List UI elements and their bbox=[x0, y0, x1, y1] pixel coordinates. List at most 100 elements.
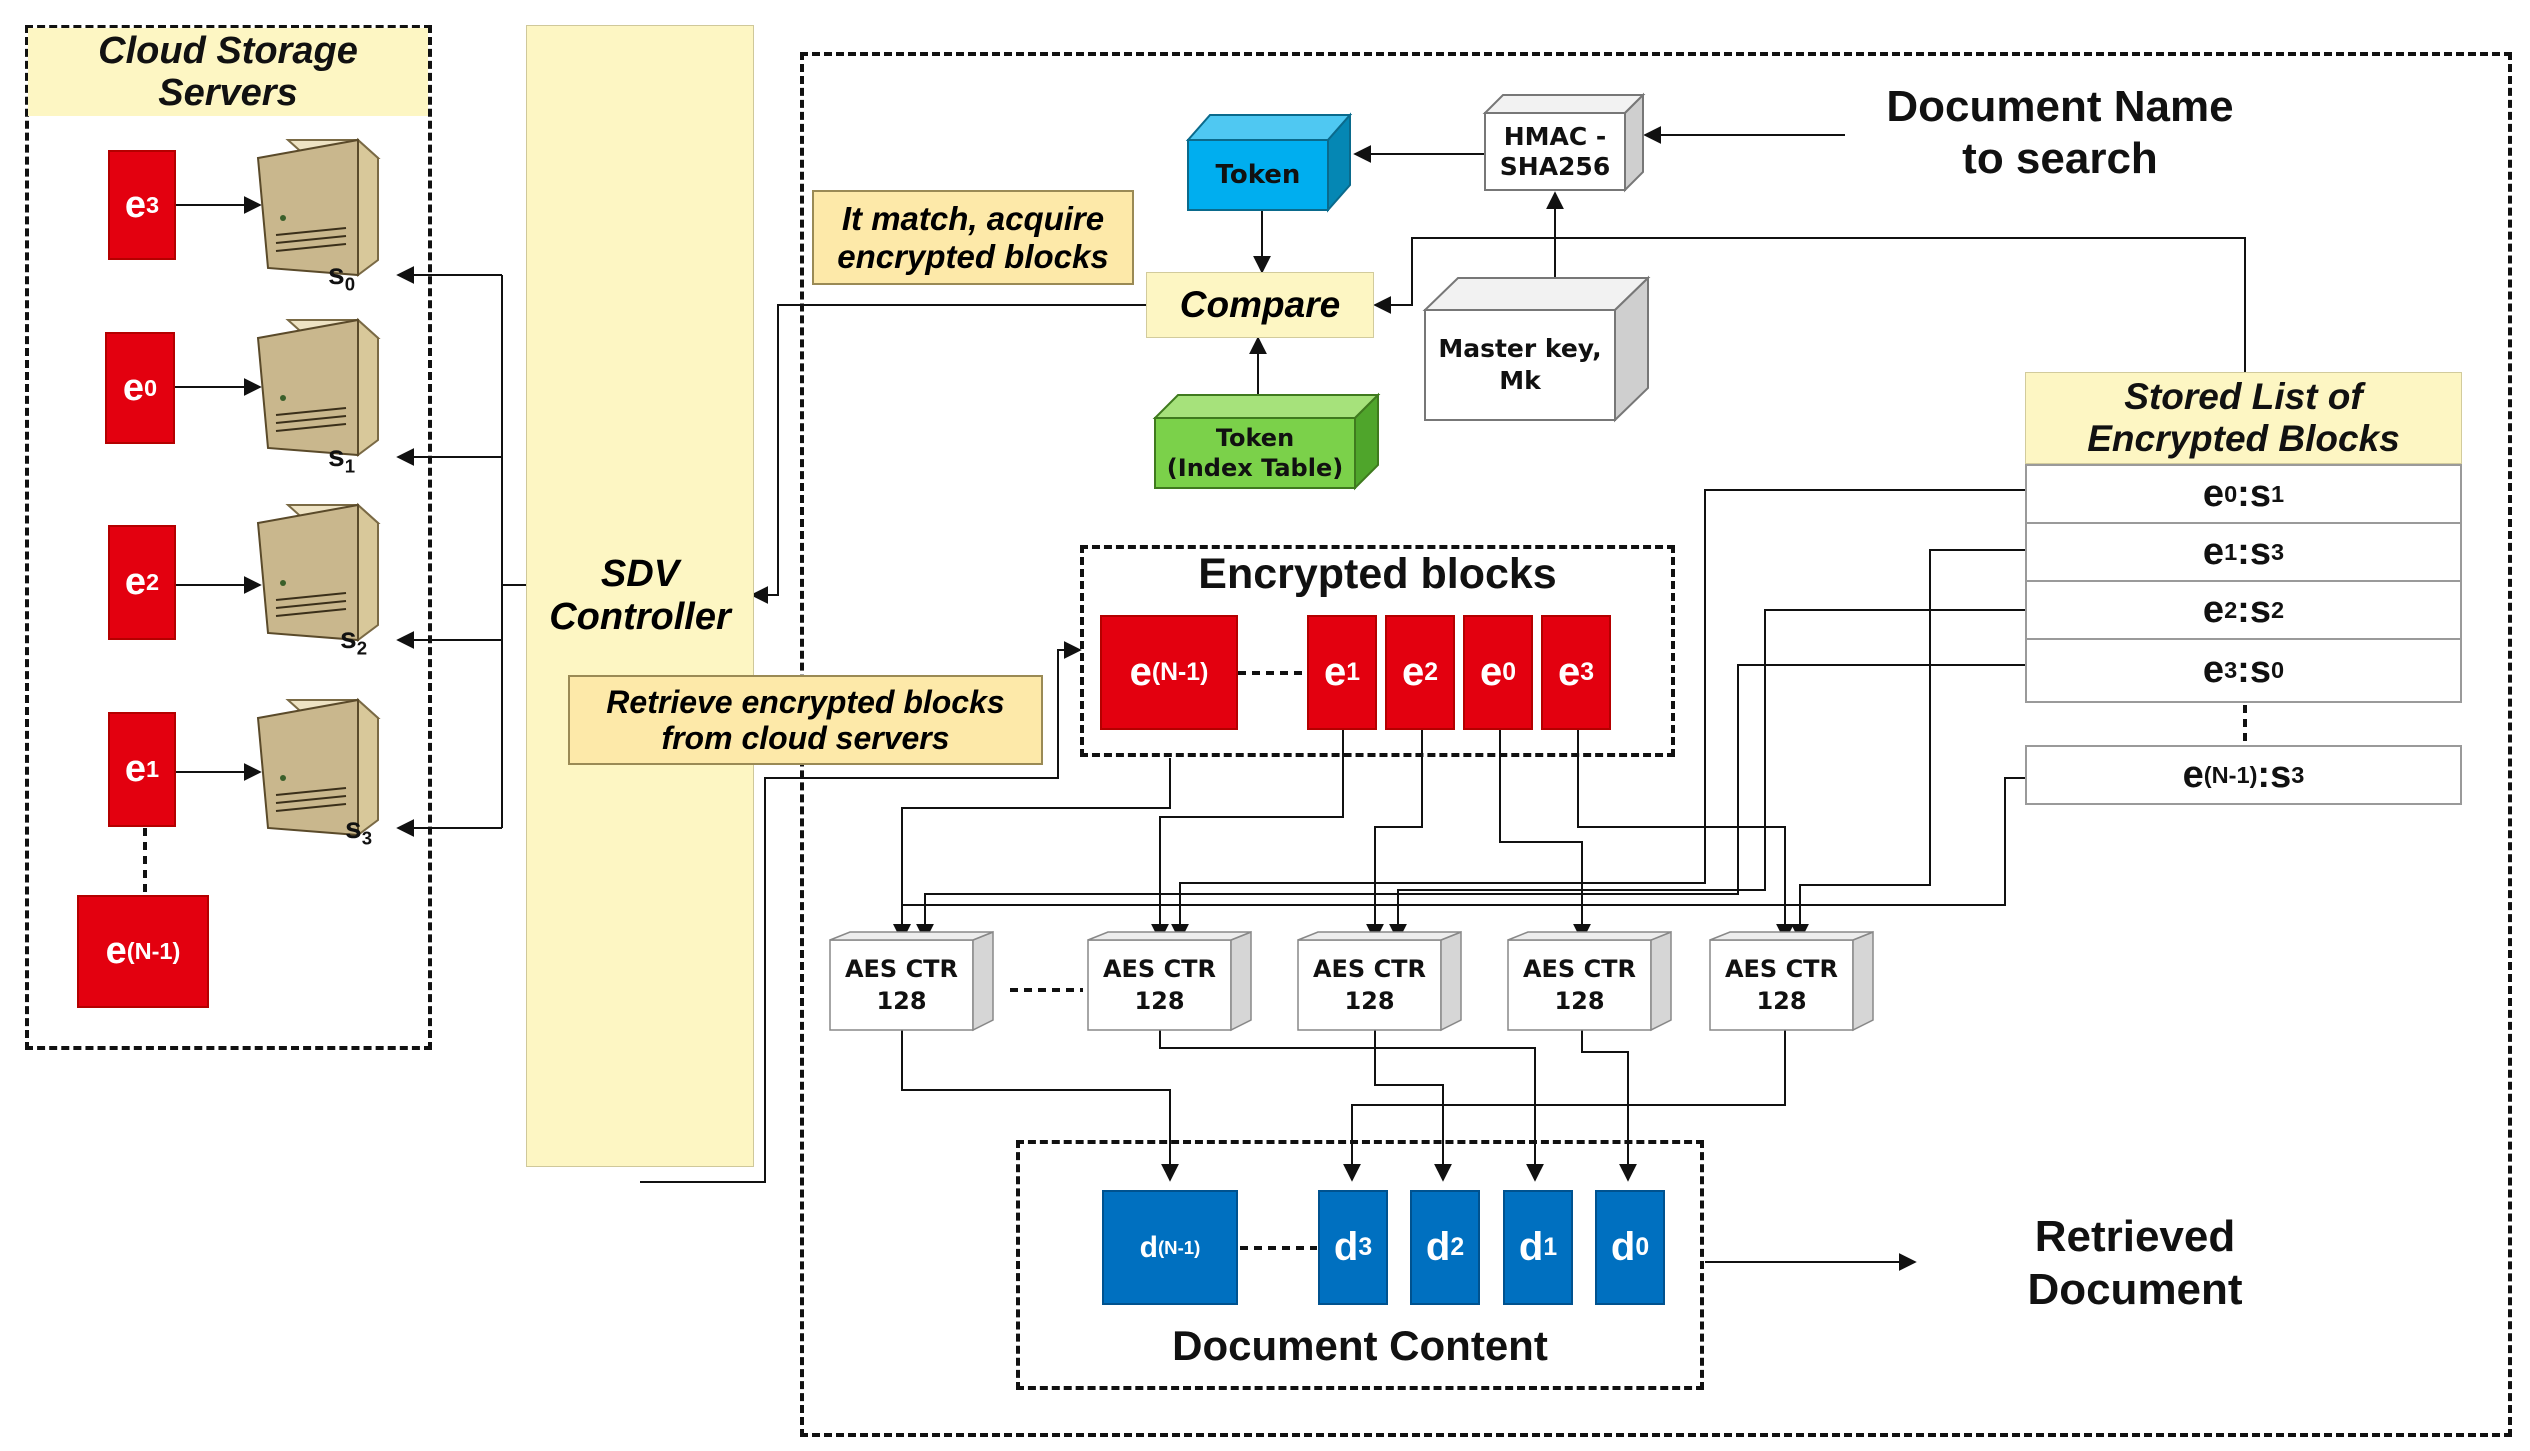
index-token-line1: Token bbox=[1215, 424, 1295, 452]
aes-5-line1: AES CTR bbox=[1724, 955, 1839, 983]
aes-2-line1: AES CTR bbox=[1102, 955, 1217, 983]
server-group bbox=[256, 137, 381, 837]
cloud-block-eN: e(N-1) bbox=[77, 895, 209, 1008]
retrieved-document-line1: Retrieved bbox=[2034, 1211, 2236, 1261]
cloud-storage-panel bbox=[25, 25, 432, 1050]
cloud-block-e1-main: e bbox=[124, 748, 147, 790]
encrypted-blocks-panel bbox=[1080, 545, 1675, 757]
stored-row-2-s: 2 bbox=[2270, 596, 2285, 623]
cloud-block-e2-sub: 2 bbox=[146, 569, 160, 595]
cloud-block-e3-sub: 3 bbox=[146, 191, 160, 218]
note-retrieve: Retrieve encrypted blocks from cloud ser… bbox=[568, 675, 1043, 765]
server-label-s1-sub: 1 bbox=[344, 455, 356, 477]
stored-row-3-e: 3 bbox=[2224, 657, 2238, 683]
encrypted-block-e3-main: e bbox=[1557, 650, 1581, 694]
master-key-line1: Master key, bbox=[1438, 334, 1602, 363]
index-token-cube bbox=[1152, 392, 1381, 491]
cloud-block-e3-main: e bbox=[124, 183, 147, 226]
document-block-dN-sub: (N-1) bbox=[1157, 1236, 1201, 1258]
aes-4-line1: AES CTR bbox=[1522, 955, 1637, 983]
document-block-dN-main: d bbox=[1139, 1230, 1158, 1264]
encrypted-block-e1-main: e bbox=[1323, 650, 1347, 694]
aes-1-line1: AES CTR bbox=[844, 955, 959, 983]
sdv-controller-line2: Controller bbox=[549, 596, 731, 638]
sdv-controller-panel: SDV Controller bbox=[526, 25, 754, 1167]
stored-row-last-s: 3 bbox=[2291, 761, 2305, 788]
server-label-s3-sub: 3 bbox=[361, 827, 373, 849]
note-retrieve-line2: from cloud servers bbox=[661, 720, 950, 756]
document-name-line2: to search bbox=[1962, 134, 2158, 183]
note-match-line2: encrypted blocks bbox=[837, 237, 1109, 275]
note-match: It match, acquire encrypted blocks bbox=[812, 190, 1134, 285]
token-label-text: Token bbox=[1215, 160, 1301, 190]
index-token-line2: (Index Table) bbox=[1166, 454, 1344, 482]
index-token-label: Token (Index Table) bbox=[1155, 418, 1355, 488]
cloud-block-e1-sub: 1 bbox=[146, 756, 160, 782]
cloud-storage-title-text: Cloud Storage Servers bbox=[98, 30, 358, 114]
document-content-title: Document Content bbox=[1016, 1318, 1704, 1373]
encrypted-block-eN: e(N-1) bbox=[1100, 615, 1238, 730]
aes-1-line2: 128 bbox=[876, 987, 927, 1015]
server-icon-s0 bbox=[256, 137, 381, 277]
document-block-d2-main: d bbox=[1425, 1225, 1451, 1269]
server-label-s2-sub: 2 bbox=[356, 637, 368, 659]
document-name-to-search: Document Name to search bbox=[1830, 78, 2290, 188]
aes-5-line2: 128 bbox=[1756, 987, 1807, 1015]
document-content-title-text: Document Content bbox=[1172, 1321, 1548, 1369]
arrow-compare-to-controller bbox=[750, 304, 1146, 604]
document-content-panel bbox=[1016, 1140, 1704, 1390]
token-cube bbox=[1185, 112, 1353, 213]
stored-row-1-e: 1 bbox=[2224, 538, 2238, 565]
document-block-d0-main: d bbox=[1610, 1225, 1636, 1269]
aes-cube-group bbox=[829, 930, 1874, 1032]
aes-3-line1: AES CTR bbox=[1312, 955, 1427, 983]
compare-label: Compare bbox=[1179, 284, 1341, 325]
document-block-d1-sub: 1 bbox=[1543, 1233, 1558, 1261]
cloud-block-e2-main: e bbox=[124, 561, 147, 603]
encrypted-block-e0-sub: 0 bbox=[1502, 658, 1517, 686]
document-name-line1: Document Name bbox=[1886, 82, 2234, 131]
encrypted-block-e2-sub: 2 bbox=[1424, 658, 1439, 686]
hmac-cube bbox=[1482, 92, 1646, 193]
server-label-s2-main: s bbox=[340, 622, 357, 655]
cloud-block-e0-sub: 0 bbox=[144, 374, 158, 401]
aes-label-5: AES CTR 128 bbox=[1710, 950, 1853, 1020]
aes-label-1: AES CTR 128 bbox=[830, 950, 973, 1020]
server-label-s1-main: s bbox=[328, 440, 345, 473]
note-match-line1: It match, acquire bbox=[841, 199, 1105, 237]
aes-2-line2: 128 bbox=[1134, 987, 1185, 1015]
document-block-d1-main: d bbox=[1518, 1225, 1544, 1269]
server-icon-s1 bbox=[256, 317, 381, 457]
sdv-controller-line1: SDV bbox=[600, 553, 680, 595]
document-block-d3-main: d bbox=[1333, 1225, 1359, 1269]
retrieved-document-line2: Document bbox=[2027, 1264, 2243, 1314]
cloud-block-eN-sub: (N-1) bbox=[126, 938, 181, 964]
encrypted-block-e0-main: e bbox=[1479, 650, 1503, 694]
encrypted-block-eN-sub: (N-1) bbox=[1151, 658, 1209, 686]
arrow-storedlist-to-compare bbox=[1373, 237, 2246, 375]
server-label-s3-main: s bbox=[345, 812, 362, 845]
master-key-line2: Mk bbox=[1499, 366, 1541, 395]
stored-row-2-e: 2 bbox=[2224, 596, 2238, 623]
encrypted-block-e2-main: e bbox=[1401, 650, 1425, 694]
hmac-label: HMAC - SHA256 bbox=[1485, 113, 1625, 190]
stored-list-title: Stored List of Encrypted Blocks bbox=[2025, 372, 2462, 464]
cloud-block-eN-main: e bbox=[105, 930, 127, 972]
